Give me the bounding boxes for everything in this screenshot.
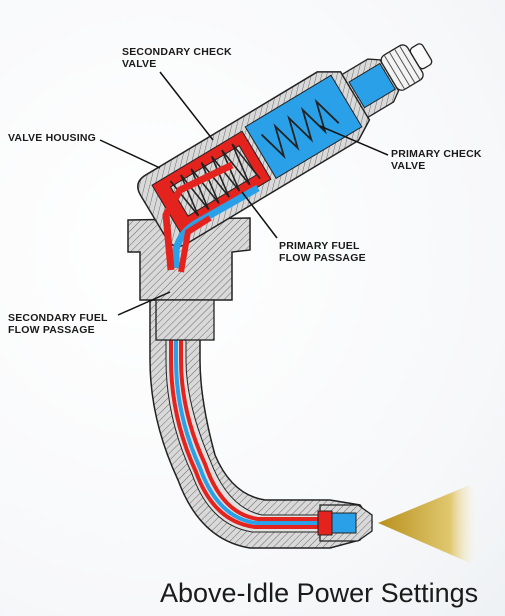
leader-primary-fuel-flow-passage — [241, 191, 278, 239]
leader-secondary-fuel-flow-passage — [117, 291, 171, 316]
secondary-fuel-stem-line — [169, 270, 340, 529]
label-primary-check-valve: PRIMARY CHECK VALVE — [391, 148, 482, 172]
mounting-flange — [127, 217, 251, 301]
label-secondary-fuel-flow-passage: SECONDARY FUEL FLOW PASSAGE — [8, 312, 108, 336]
label-valve-housing: VALVE HOUSING — [8, 132, 96, 144]
diagram-caption: Above-Idle Power Settings — [160, 578, 479, 608]
label-secondary-check-valve: SECONDARY CHECK VALVE — [122, 46, 232, 70]
leader-valve-housing — [99, 139, 161, 169]
label-primary-fuel-flow-passage: PRIMARY FUEL FLOW PASSAGE — [279, 240, 366, 264]
leader-secondary-check-valve — [159, 71, 214, 141]
primary-fuel-stem-line — [174, 268, 345, 525]
primary-check-valve-chamber — [244, 74, 363, 179]
secondary-fuel-flow-passage — [162, 161, 234, 271]
fuel-spray-cone — [378, 485, 481, 563]
primary-fuel-flow-passage — [172, 184, 260, 268]
leader-primary-check-valve — [319, 125, 389, 156]
